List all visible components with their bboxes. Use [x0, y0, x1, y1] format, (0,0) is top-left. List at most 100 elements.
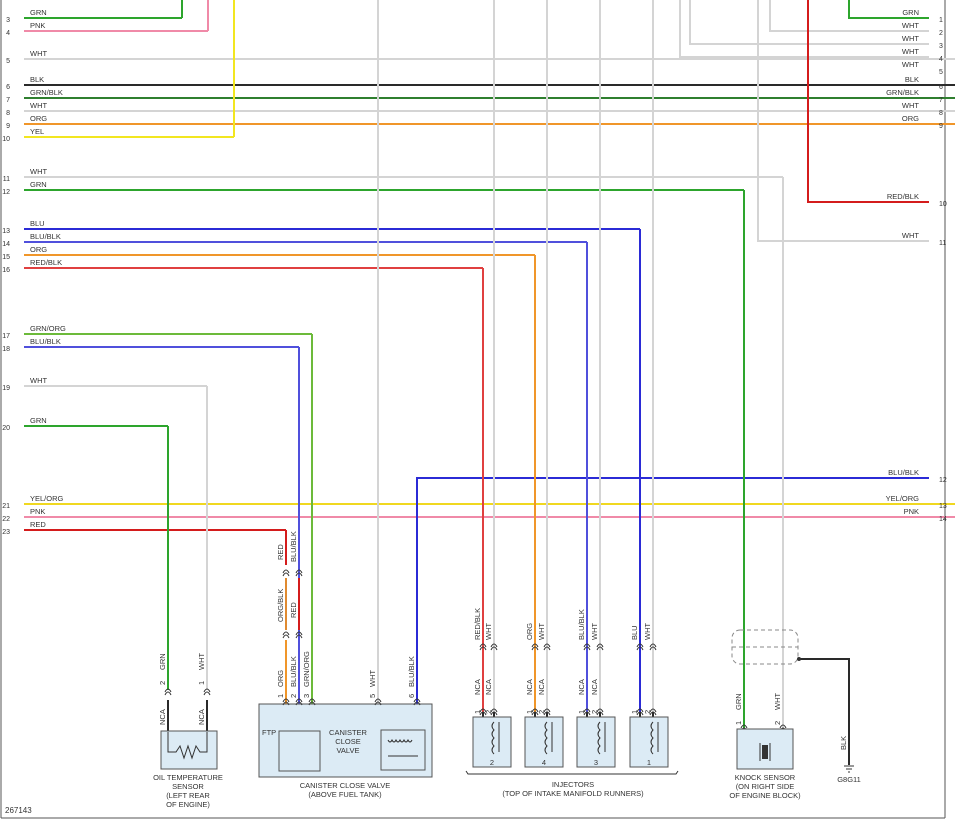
knock-pin-1-num: 1: [734, 721, 743, 725]
injector-4-connector-b: [543, 643, 551, 651]
left-pin-number: 4: [6, 30, 10, 37]
piezo-element-symbol: [762, 745, 768, 759]
canister-pin-num: 5: [368, 694, 377, 698]
left-pin-number: 16: [2, 267, 10, 274]
injector-3-wire-a: BLU/BLK: [577, 609, 586, 640]
right-wire-2: [769, 0, 929, 32]
canister-inline-connector-2: [295, 569, 303, 577]
canister-pin-num: 1: [276, 694, 285, 698]
injector-3-connector-a: [583, 643, 591, 651]
injector-3-wire-b: WHT: [590, 623, 599, 640]
left-pin-number: 7: [6, 97, 10, 104]
right-pin-number: 7: [939, 97, 943, 104]
left-pin-wire-label: BLU/BLK: [30, 232, 61, 241]
left-pin-number: 5: [6, 58, 10, 65]
left-pin-wire-label: PNK: [30, 507, 45, 516]
injector-2-id: 2: [490, 758, 494, 767]
left-pin-number: 20: [2, 425, 10, 432]
canister-inline-connector-1: [282, 569, 290, 577]
injector-2-wire-a: RED/BLK: [473, 608, 482, 640]
left-pin-wire-label: ORG: [30, 114, 47, 123]
right-pin-wire-label: WHT: [902, 34, 919, 43]
canister-pin-connector-6: [413, 698, 421, 706]
canister-coil-symbol: [387, 738, 413, 743]
injectors-label: INJECTORS(TOP OF INTAKE MANIFOLD RUNNERS…: [502, 780, 644, 798]
right-pin-wire-label: PNK: [904, 507, 919, 516]
left-pin-number: 19: [2, 385, 10, 392]
oil-pin-1-num: 1: [197, 681, 206, 685]
injector-1-id: 1: [647, 758, 651, 767]
right-wire-10: [807, 0, 929, 203]
right-pin-number: 11: [939, 240, 946, 247]
right-pin-wire-label: YEL/ORG: [886, 494, 920, 503]
injector-3-body: [576, 716, 616, 768]
left-pin-number: 21: [2, 503, 10, 510]
right-pin-number: 9: [939, 123, 943, 130]
canister-pin-num: 2: [289, 694, 298, 698]
oil-pin-2-nca: NCA: [158, 709, 167, 725]
right-pin-wire-label: GRN: [902, 8, 919, 17]
left-pin-wire-label: BLK: [30, 75, 44, 84]
left-pin-wire-label: GRN: [30, 416, 47, 425]
right-pin-wire-label: GRN/BLK: [886, 88, 919, 97]
injector-1-pin-2: [649, 708, 657, 716]
knock-pin-2-wire: WHT: [773, 693, 782, 710]
injector-pin-num: 2: [590, 710, 599, 714]
oil-temp-connector-1: [203, 688, 211, 696]
components-layer: [160, 569, 854, 778]
left-pin-number: 8: [6, 110, 10, 117]
ftp-sensor-box: [278, 730, 321, 772]
left-pin-number: 14: [2, 241, 10, 248]
right-connector-pins: 1GRN2WHT3WHT4WHT5WHT6BLK7GRN/BLK8WHT9ORG…: [886, 8, 947, 523]
canister-inline-label-orgblk: ORG/BLK: [276, 589, 285, 622]
left-pin-number: 9: [6, 123, 10, 130]
left-pin-wire-label: YEL: [30, 127, 44, 136]
figure-id: 267143: [5, 806, 32, 815]
left-pin-number: 15: [2, 254, 10, 261]
wires-layer: [24, 0, 955, 765]
oil-pin-2-num: 2: [158, 681, 167, 685]
injector-pin-num: 1: [473, 710, 482, 714]
injector-coil-symbol: [491, 721, 495, 755]
injector-2-nca-b: NCA: [484, 679, 493, 695]
left-pin-number: 3: [6, 17, 10, 24]
ground-wire-label: BLK: [839, 736, 848, 750]
injector-4-id: 4: [542, 758, 546, 767]
canister-inline-label-red: RED: [276, 544, 285, 560]
injector-2-pin-1: [479, 708, 487, 716]
knock-pin-1-wire: GRN: [734, 693, 743, 710]
right-pin-number: 5: [939, 69, 943, 76]
right-pin-number: 1: [939, 17, 943, 24]
knock-pin-2-num: 2: [773, 721, 782, 725]
left-pin-number: 6: [6, 84, 10, 91]
canister-inline-label-blublk: BLU/BLK: [289, 531, 298, 562]
injector-1-connector-a: [636, 643, 644, 651]
canister-close-valve-label: CANISTER CLOSE VALVE(ABOVE FUEL TANK): [300, 781, 391, 799]
injectors-bracket: [465, 770, 679, 775]
injector-4-wire-a: ORG: [525, 623, 534, 640]
injector-3-id: 3: [594, 758, 598, 767]
right-pin-wire-label: WHT: [902, 21, 919, 30]
right-pin-number: 4: [939, 56, 943, 63]
left-pin-wire-label: WHT: [30, 167, 47, 176]
injector-4-nca-a: NCA: [525, 679, 534, 695]
left-pin-wire-label: RED: [30, 520, 46, 529]
injector-3-pin-2: [596, 708, 604, 716]
injector-3-nca-b: NCA: [590, 679, 599, 695]
left-pin-number: 10: [2, 136, 10, 143]
oil-pin-2-wire: GRN: [158, 653, 167, 670]
left-pin-wire-label: WHT: [30, 49, 47, 58]
left-pin-wire-label: BLU: [30, 219, 45, 228]
oil-pin-1-wire: WHT: [197, 653, 206, 670]
right-pin-wire-label: WHT: [902, 60, 919, 69]
right-pin-number: 2: [939, 30, 943, 37]
canister-pin-num: 6: [407, 694, 416, 698]
left-pin-wire-label: GRN/ORG: [30, 324, 66, 333]
injector-3-connector-b: [596, 643, 604, 651]
canister-inline-connector-3: [282, 631, 290, 639]
injector-pin-num: 2: [643, 710, 652, 714]
right-pin-number: 6: [939, 84, 943, 91]
left-pin-number: 12: [2, 189, 10, 196]
